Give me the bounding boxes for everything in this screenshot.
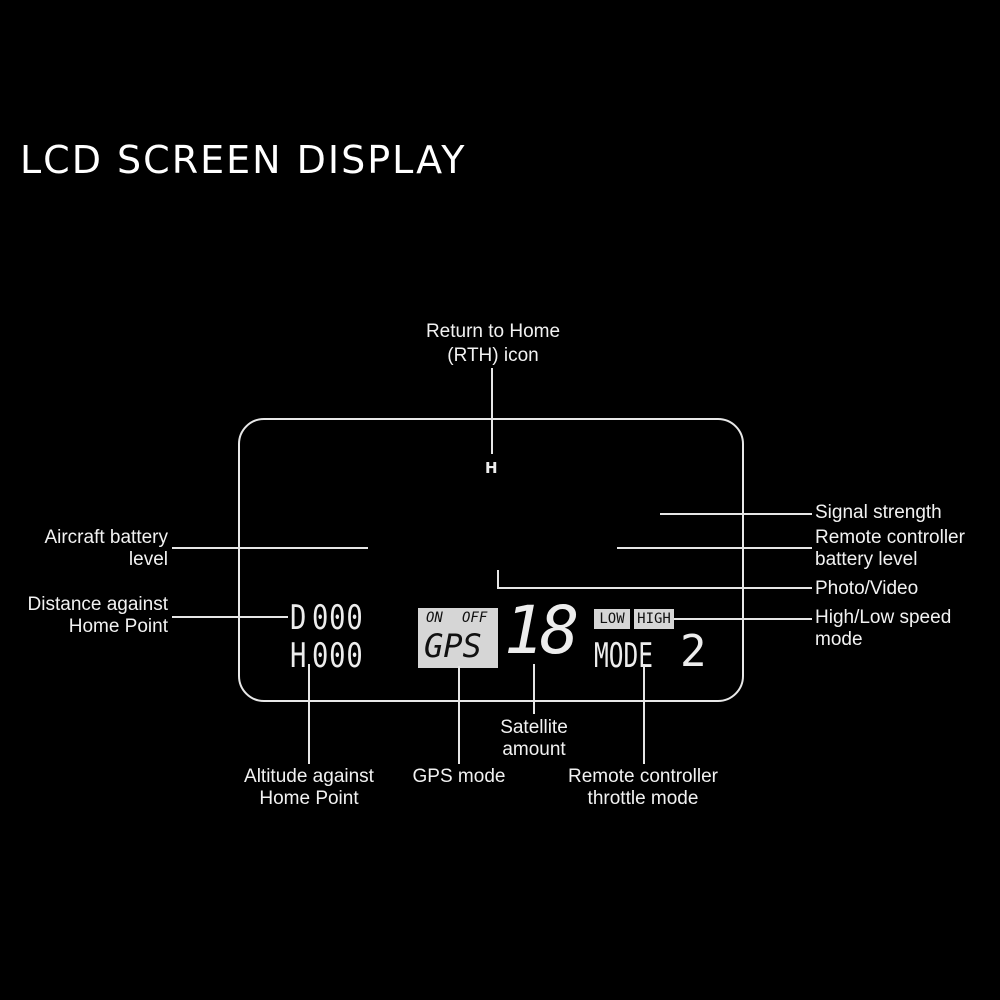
altitude-label-line2: Home Point bbox=[259, 788, 359, 809]
gps-text: GPS bbox=[424, 627, 482, 665]
rc-battery-label: Remote controller battery level bbox=[815, 527, 965, 571]
throttle-mode-label: Remote controller throttle mode bbox=[533, 766, 753, 810]
rc-battery-label-line1: Remote controller bbox=[815, 527, 965, 548]
rth-label-line1: Return to Home bbox=[425, 321, 561, 342]
throttle-mode-label-line1: Remote controller bbox=[568, 766, 718, 787]
satellite-label-line1: Satellite bbox=[500, 717, 568, 738]
altitude-label: Altitude against Home Point bbox=[209, 766, 409, 810]
altitude-leader-line bbox=[308, 664, 310, 764]
gps-off-label: OFF bbox=[462, 610, 488, 626]
page-title: LCD SCREEN DISPLAY bbox=[20, 138, 467, 182]
throttle-mode-label-line2: throttle mode bbox=[587, 788, 699, 809]
speed-low-indicator: LOW bbox=[594, 609, 630, 629]
speed-high-indicator: HIGH bbox=[634, 609, 674, 629]
speed-leader-line bbox=[674, 618, 812, 620]
mode-value: 2 bbox=[680, 626, 707, 677]
satellite-leader-line bbox=[533, 664, 535, 714]
rth-label: Return to Home (RTH) icon bbox=[393, 318, 593, 367]
aircraft-battery-label: Aircraft battery level bbox=[0, 527, 168, 571]
throttle-leader-line bbox=[643, 664, 645, 764]
satellite-count: 18 bbox=[504, 592, 580, 669]
rth-leader-line bbox=[491, 368, 493, 454]
speed-mode-label: High/Low speed mode bbox=[815, 607, 951, 651]
rth-label-line2: (RTH) icon bbox=[447, 345, 539, 366]
photo-leader-line-v bbox=[497, 570, 499, 588]
signal-label: Signal strength bbox=[815, 502, 942, 523]
distance-label-line1: Distance against bbox=[27, 594, 168, 615]
speed-mode-label-line2: mode bbox=[815, 629, 863, 650]
distance-leader-line bbox=[172, 616, 288, 618]
signal-leader-line bbox=[660, 513, 812, 515]
gps-leader-line bbox=[458, 666, 460, 764]
photo-video-label: Photo/Video bbox=[815, 578, 919, 599]
distance-value: 000 bbox=[312, 598, 364, 638]
speed-mode-label-line1: High/Low speed bbox=[815, 607, 952, 628]
distance-label-line2: Home Point bbox=[68, 616, 168, 637]
gps-mode-indicator: ON OFF GPS bbox=[418, 608, 498, 668]
aircraft-battery-label-line2: level bbox=[128, 549, 168, 570]
distance-label: Distance against Home Point bbox=[0, 594, 168, 638]
gps-mode-label: GPS mode bbox=[412, 766, 506, 787]
distance-prefix: D bbox=[290, 598, 307, 638]
altitude-label-line1: Altitude against bbox=[244, 766, 374, 787]
altitude-prefix: H bbox=[290, 636, 307, 676]
gps-on-label: ON bbox=[426, 610, 443, 626]
aircraft-battery-leader-line bbox=[172, 547, 368, 549]
satellite-label: Satellite amount bbox=[454, 717, 614, 761]
rth-letter: H bbox=[485, 459, 498, 477]
rc-battery-label-line2: battery level bbox=[815, 549, 918, 570]
satellite-label-line2: amount bbox=[502, 739, 566, 760]
photo-leader-line-h bbox=[497, 587, 812, 589]
rc-battery-leader-line bbox=[617, 547, 812, 549]
altitude-value: 000 bbox=[312, 636, 364, 676]
aircraft-battery-label-line1: Aircraft battery bbox=[44, 527, 168, 548]
